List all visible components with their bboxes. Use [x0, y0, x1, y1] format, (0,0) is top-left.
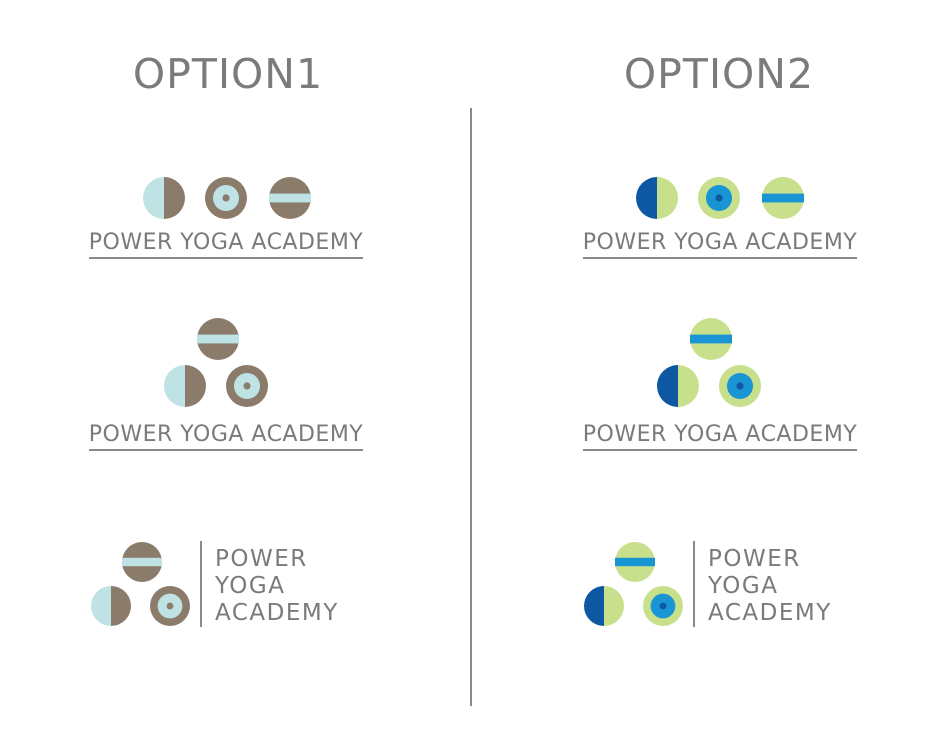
half-left [91, 586, 111, 626]
option1-wordmark-row: POWER YOGA ACADEMY [76, 230, 376, 259]
stripe-band [122, 557, 162, 567]
option2-stack-divider [693, 541, 695, 627]
half-left [584, 586, 604, 626]
target-circle-icon [205, 177, 247, 219]
half-left [143, 177, 164, 219]
target-dot [736, 382, 744, 390]
target-dot [715, 194, 723, 202]
target-circle-icon [150, 586, 190, 626]
half-circle-icon [584, 586, 624, 626]
option1-stack-divider [200, 541, 202, 627]
option2-stacked-wordmark: POWER YOGA ACADEMY [708, 546, 832, 627]
stacked-line-yoga: YOGA [708, 573, 779, 599]
stripe-band [690, 334, 732, 344]
half-right [678, 365, 699, 407]
half-right [185, 365, 206, 407]
option2-wordmark-row: POWER YOGA ACADEMY [570, 230, 870, 259]
half-left [164, 365, 185, 407]
option1-heading: OPTION1 [132, 50, 324, 98]
target-circle-icon [226, 365, 268, 407]
half-circle-icon [143, 177, 185, 219]
striped-circle-icon [615, 542, 655, 582]
striped-circle-icon [690, 318, 732, 360]
half-left [636, 177, 657, 219]
half-right [164, 177, 185, 219]
stripe-band [269, 193, 311, 203]
target-circle-icon [643, 586, 683, 626]
option2-wordmark-triangle: POWER YOGA ACADEMY [570, 422, 870, 451]
target-dot [659, 602, 667, 610]
center-divider [470, 108, 472, 706]
half-right [657, 177, 678, 219]
target-dot [222, 194, 230, 202]
target-circle-icon [719, 365, 761, 407]
striped-circle-icon [762, 177, 804, 219]
option1-wordmark-triangle: POWER YOGA ACADEMY [76, 422, 376, 451]
half-circle-icon [657, 365, 699, 407]
half-circle-icon [636, 177, 678, 219]
stripe-band [197, 334, 239, 344]
stacked-line-power: POWER [215, 546, 308, 572]
option2-heading: OPTION2 [623, 50, 815, 98]
stacked-line-power: POWER [708, 546, 801, 572]
target-circle-icon [698, 177, 740, 219]
stacked-line-yoga: YOGA [215, 573, 286, 599]
half-right [604, 586, 624, 626]
stripe-band [615, 557, 655, 567]
stacked-line-academy: ACADEMY [215, 600, 339, 626]
half-left [657, 365, 678, 407]
target-dot [166, 602, 174, 610]
stacked-line-academy: ACADEMY [708, 600, 832, 626]
target-dot [243, 382, 251, 390]
half-right [111, 586, 131, 626]
option1-stacked-wordmark: POWER YOGA ACADEMY [215, 546, 339, 627]
half-circle-icon [164, 365, 206, 407]
stripe-band [762, 193, 804, 203]
striped-circle-icon [197, 318, 239, 360]
striped-circle-icon [122, 542, 162, 582]
striped-circle-icon [269, 177, 311, 219]
half-circle-icon [91, 586, 131, 626]
